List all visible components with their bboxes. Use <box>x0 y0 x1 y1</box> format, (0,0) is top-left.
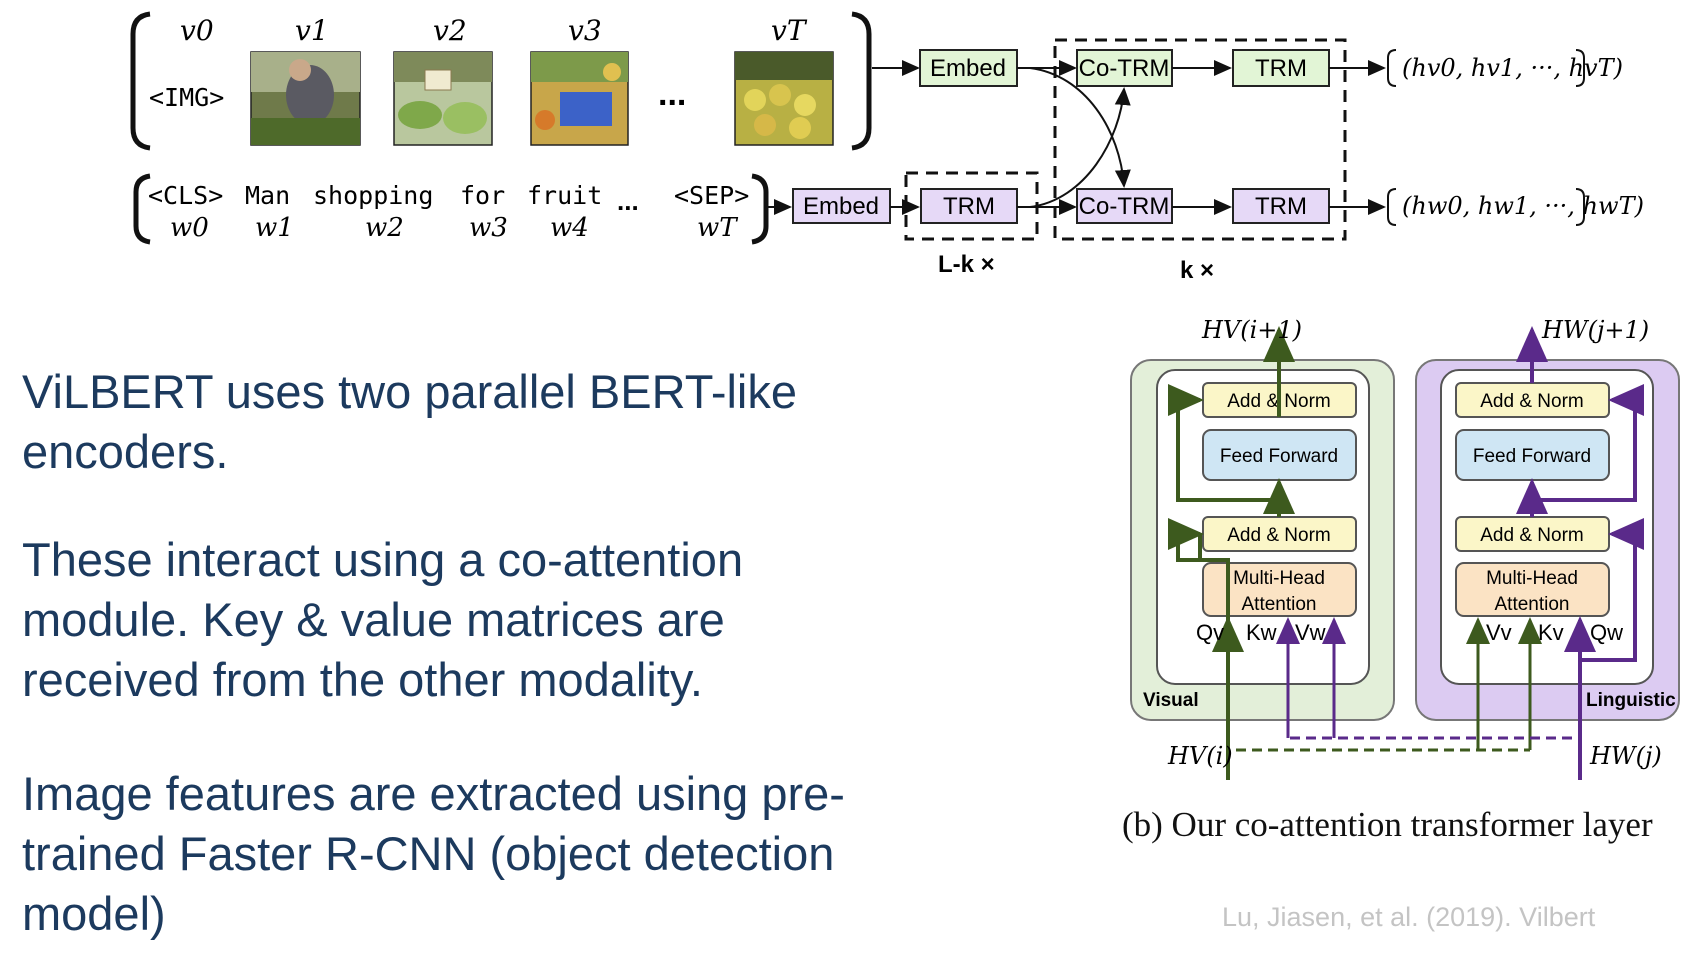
visual-add-norm-bottom-label: Add & Norm <box>1227 525 1330 546</box>
image-region-T <box>734 51 834 146</box>
linguistic-close-bracket <box>751 173 769 245</box>
visual-mha-line2: Attention <box>1242 594 1317 615</box>
image-region-1 <box>250 51 361 146</box>
linguistic-add-norm-top-label: Add & Norm <box>1480 391 1583 412</box>
image-region-3 <box>530 51 629 146</box>
paragraph-image-features: Image features are extracted using pre-t… <box>22 767 845 940</box>
linguistic-input-q: Qw <box>1590 620 1623 645</box>
visual-mha-line1: Multi-Head <box>1233 568 1325 589</box>
linguistic-embed-label: Embed <box>803 193 879 220</box>
cross-arrow-down <box>1029 67 1131 188</box>
linguistic-input-k: Kv <box>1538 620 1564 645</box>
visual-open-bracket <box>130 11 151 151</box>
linguistic-mha-line1: Multi-Head <box>1486 568 1578 589</box>
visual-embed-label: Embed <box>930 55 1006 82</box>
linguistic-input-v: Vv <box>1486 620 1512 645</box>
token-for: for <box>460 181 505 210</box>
visual-output: (hv0, hv1, ···, hvT) <box>1402 54 1623 82</box>
token-v3: v3 <box>568 14 602 47</box>
token-vT: vT <box>771 14 808 47</box>
repeat-k-label: k × <box>1180 257 1214 284</box>
token-cls: <CLS> <box>148 181 223 210</box>
sub-w4: w4 <box>550 213 589 243</box>
linguistic-add-norm-bottom-label: Add & Norm <box>1480 525 1583 546</box>
visual-feed-forward-label: Feed Forward <box>1220 446 1338 467</box>
figure-caption: (b) Our co-attention transformer layer <box>1122 805 1653 844</box>
sub-wT: wT <box>697 213 738 243</box>
linguistic-output: (hw0, hw1, ···, hwT) <box>1402 192 1644 220</box>
token-shopping: shopping <box>313 181 433 210</box>
visual-close-bracket <box>851 11 872 151</box>
repeat-lk-label: L-k × <box>938 251 995 278</box>
token-sep: <SEP> <box>674 181 749 210</box>
visual-trm-box <box>1232 49 1330 87</box>
visual-h-out: HV(i+1) <box>1201 316 1302 344</box>
sub-w0: w0 <box>170 213 209 243</box>
paragraph-encoders: ViLBERT uses two parallel BERT-like enco… <box>22 365 797 478</box>
sub-w3: w3 <box>469 213 508 243</box>
token-v0: v0 <box>180 14 214 47</box>
paragraph-coattention: These interact using a co-attention modu… <box>22 533 744 706</box>
token-v1: v1 <box>295 14 329 47</box>
visual-panel-title: Visual <box>1143 690 1199 711</box>
linguistic-open-bracket <box>133 173 151 245</box>
linguistic-feed-forward-label: Feed Forward <box>1473 446 1591 467</box>
linguistic-multi-head-attention <box>1455 562 1610 617</box>
linguistic-panel-title: Linguistic <box>1586 690 1676 711</box>
visual-trm-text: TRM <box>1255 55 1307 82</box>
linguistic-embed-box <box>792 188 891 224</box>
visual-multi-head-attention <box>1202 562 1357 617</box>
k-block-frame <box>1053 38 1347 241</box>
visual-input-q: Qv <box>1196 620 1224 645</box>
linguistic-h-out: HW(j+1) <box>1541 316 1649 344</box>
visual-input-v: Vw <box>1295 620 1326 645</box>
visual-input-k: Kw <box>1246 620 1277 645</box>
linguistic-trm-label: TRM <box>943 193 995 220</box>
cross-arrow-up <box>1029 87 1131 208</box>
linguistic-h-in: HW(j) <box>1589 742 1662 770</box>
image-region-2 <box>393 51 493 146</box>
visual-h-in: HV(i) <box>1167 742 1233 770</box>
linguistic-co-trm-label: Co-TRM <box>1079 193 1170 220</box>
sub-w2: w2 <box>365 213 404 243</box>
token-fruit: fruit <box>527 181 602 210</box>
visual-co-trm-label: Co-TRM <box>1079 55 1170 82</box>
citation: Lu, Jiasen, et al. (2019). Vilbert <box>1222 902 1596 932</box>
img-token: <IMG> <box>149 83 224 112</box>
token-man: Man <box>245 181 290 210</box>
linguistic-trm2-box <box>1232 188 1330 224</box>
image-ellipsis: ... <box>658 75 686 113</box>
linguistic-mha-line2: Attention <box>1495 594 1570 615</box>
linguistic-co-trm-box <box>1076 188 1173 224</box>
sub-w1: w1 <box>255 213 294 243</box>
token-v2: v2 <box>433 14 467 47</box>
linguistic-trm2-label: TRM <box>1255 193 1307 220</box>
token-ellipsis: ... <box>617 186 639 216</box>
visual-co-trm-box <box>1076 49 1173 87</box>
